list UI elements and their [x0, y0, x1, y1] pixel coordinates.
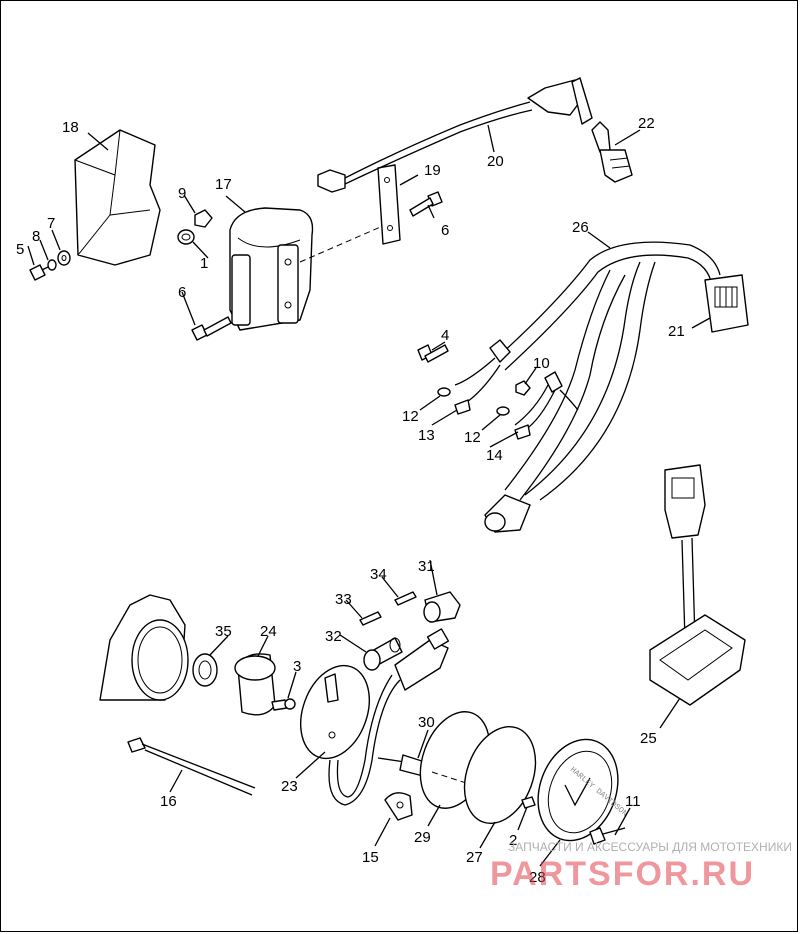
part-33-pin: [359, 611, 382, 626]
part-1-spacer: [177, 229, 195, 245]
callout-35: 35: [215, 623, 232, 640]
part-19-bracket: [377, 164, 401, 245]
callout-34: 34: [370, 566, 387, 583]
callout-23: 23: [281, 778, 298, 795]
part-12-ring-terminal-upper: [437, 387, 451, 397]
part-24-rotor-cup: [234, 653, 276, 716]
callout-10: 10: [533, 355, 550, 372]
callout-12-lower: 12: [464, 429, 481, 446]
sensor-cable: [328, 628, 450, 806]
part-32-grommet: [363, 637, 403, 671]
callout-1: 1: [200, 255, 208, 272]
part-3-screw: [271, 698, 296, 711]
part-2-screw: [521, 796, 536, 809]
callout-30: 30: [418, 714, 435, 731]
callout-24: 24: [260, 623, 277, 640]
part-16-cable-strap: [127, 737, 256, 796]
part-25-ignition-module: [649, 464, 746, 706]
callout-17: 17: [215, 176, 232, 193]
callout-29: 29: [414, 829, 431, 846]
callout-27: 27: [466, 849, 483, 866]
part-12-ring-terminal-lower: [496, 406, 510, 416]
callout-13: 13: [418, 427, 435, 444]
callout-15: 15: [362, 849, 379, 866]
callout-18: 18: [62, 119, 79, 136]
callout-12-upper: 12: [402, 408, 419, 425]
part-21-connector: [704, 274, 749, 333]
callout-5: 5: [16, 241, 24, 258]
part-6-bolt-left: [191, 316, 232, 341]
part-22-spark-plug: [591, 121, 633, 183]
part-14-terminal: [514, 424, 531, 440]
callout-6-left: 6: [178, 284, 186, 301]
part-7-washer: [57, 250, 71, 266]
callout-8: 8: [32, 228, 40, 245]
part-5-screw: [29, 264, 49, 281]
part-4-screw: [417, 344, 449, 363]
part-11-screw: [589, 827, 626, 845]
part-6-bolt-right: [409, 191, 443, 217]
part-23-sensor-plate: [300, 664, 370, 760]
part-26-wiring-harness: [454, 241, 721, 533]
callout-11: 11: [625, 793, 641, 810]
part-27-plate: [463, 725, 537, 825]
callout-25: 25: [640, 730, 657, 747]
callout-2: 2: [509, 832, 517, 849]
leader-lines: [27, 124, 711, 867]
part-9-nut: [194, 209, 213, 228]
callout-31: 31: [418, 558, 435, 575]
part-13-terminal: [454, 399, 471, 415]
callout-14: 14: [486, 447, 503, 464]
crankcase-section: [99, 594, 189, 701]
part-15-clip: [384, 792, 413, 821]
watermark-tagline: ЗАПЧАСТИ И АКСЕССУАРЫ ДЛЯ МОТОТЕХНИКИ: [508, 840, 792, 854]
part-31-plug: [423, 591, 461, 623]
callout-20: 20: [487, 153, 504, 170]
part-18-coil-cover: [74, 129, 161, 266]
callout-labels: 1 2 3 4 5 6 6 7 8 9 10 11 12 12 13 14 15…: [16, 115, 685, 886]
callout-32: 32: [325, 628, 342, 645]
callout-16: 16: [160, 793, 177, 810]
callout-19: 19: [424, 162, 441, 179]
callout-22: 22: [638, 115, 655, 132]
callout-26: 26: [572, 219, 589, 236]
part-10-nut: [515, 380, 531, 396]
callout-33: 33: [335, 591, 352, 608]
callout-7: 7: [47, 215, 55, 232]
part-8-lockwasher: [47, 259, 57, 271]
callout-4: 4: [441, 327, 449, 344]
watermark: ЗАПЧАСТИ И АКСЕССУАРЫ ДЛЯ МОТОТЕХНИКИ PA…: [490, 840, 792, 893]
part-17-ignition-coil: [229, 207, 314, 331]
part-35-spacer: [192, 653, 218, 687]
callout-21: 21: [668, 323, 685, 340]
callout-9: 9: [178, 185, 186, 202]
part-20-spark-plug-wire: [317, 77, 593, 193]
part-34-pin: [394, 591, 417, 606]
callout-6-right: 6: [441, 222, 449, 239]
watermark-logo: PARTSFOR.RU: [490, 855, 755, 893]
callout-3: 3: [293, 658, 301, 675]
callout-28: 28: [529, 869, 546, 886]
